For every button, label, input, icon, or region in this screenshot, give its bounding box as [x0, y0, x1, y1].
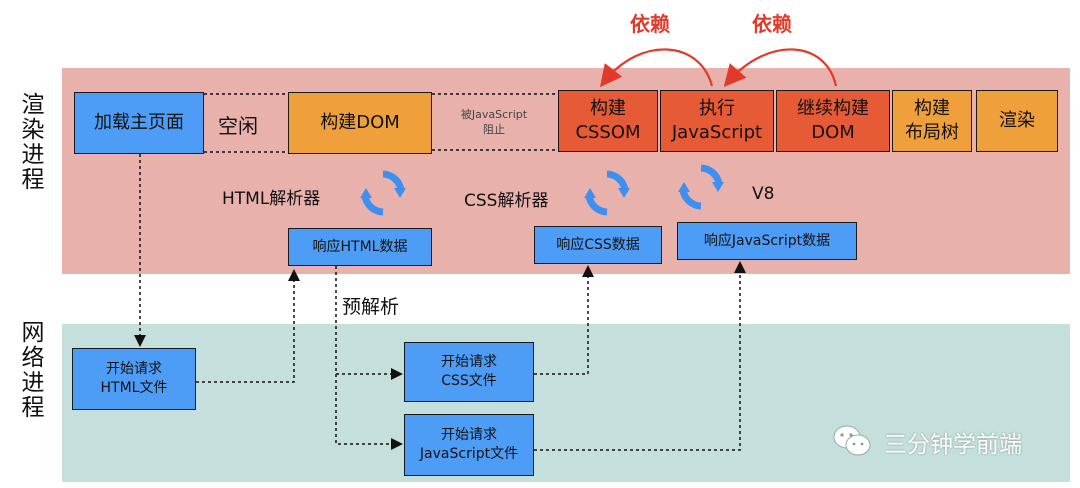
dependency-arrow-1 [599, 48, 714, 88]
v8-label: V8 [752, 184, 775, 204]
html-parser-label: HTML解析器 [222, 189, 321, 209]
request-js-box: 开始请求 JavaScript文件 [404, 414, 534, 476]
css-parser-label: CSS解析器 [464, 191, 549, 211]
arrow-preparse-css [335, 266, 403, 380]
response-css-box: 响应CSS数据 [534, 226, 662, 264]
load-main-page-box: 加载主页面 [74, 92, 204, 154]
dependency-arrow-2 [723, 48, 838, 87]
continue-build-dom-box: 继续构建 DOM [776, 90, 890, 152]
build-cssom-box: 构建 CSSOM [558, 90, 658, 152]
arrow-css-response [534, 265, 594, 375]
render-process-label: 渲染进程 [17, 92, 43, 192]
idle-label: 空闲 [218, 114, 258, 138]
cycle-icon [582, 168, 632, 218]
response-html-box: 响应HTML数据 [288, 228, 432, 266]
response-js-box: 响应JavaScript数据 [677, 222, 857, 260]
cycle-icon [358, 168, 408, 218]
arrow-preparse-js [335, 374, 403, 450]
dependency-label-2: 依赖 [752, 12, 792, 36]
execute-javascript-box: 执行 JavaScript [660, 90, 774, 152]
preparse-label: 预解析 [342, 296, 400, 318]
dependency-label-1: 依赖 [630, 12, 670, 36]
arrow-js-response [534, 261, 746, 451]
request-css-box: 开始请求 CSS文件 [404, 342, 534, 402]
watermark-text: 三分钟学前端 [884, 432, 1022, 458]
render-box: 渲染 [976, 90, 1058, 152]
build-layout-tree-box: 构建 布局树 [892, 90, 972, 152]
network-process-lane [62, 324, 1070, 482]
request-html-box: 开始请求 HTML文件 [72, 348, 196, 410]
build-dom-box: 构建DOM [288, 92, 432, 154]
blocked-by-js-note: 被JavaScript 阻止 [460, 108, 528, 136]
wechat-icon [832, 424, 872, 458]
cycle-icon [676, 162, 726, 212]
network-process-label: 网络进程 [17, 320, 43, 420]
arrow-html-response [196, 269, 300, 383]
